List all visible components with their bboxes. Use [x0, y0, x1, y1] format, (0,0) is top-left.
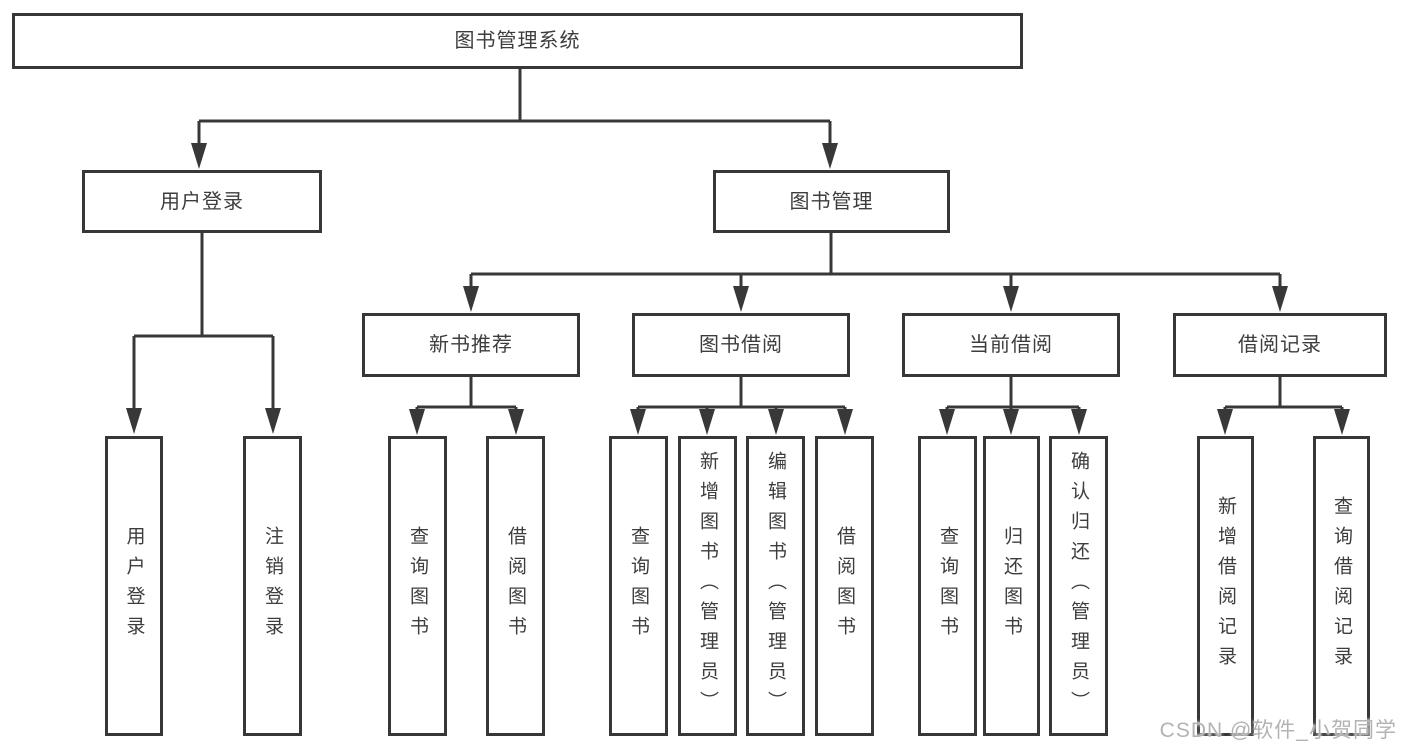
node-borrow-records-label: 借阅记录 [1238, 334, 1322, 356]
leaf-borrowing-borrow-books-label: 借阅图书 [834, 526, 855, 646]
leaf-query-borrow-record-label: 查询借阅记录 [1331, 496, 1352, 676]
leaf-return-books: 归还图书 [983, 436, 1040, 736]
leaf-query-borrow-record: 查询借阅记录 [1313, 436, 1370, 736]
node-book-management: 图书管理 [713, 170, 950, 233]
leaf-user-login-label: 用户登录 [123, 526, 145, 646]
leaf-confirm-return-admin: 确认归还（管理员） [1049, 436, 1108, 736]
leaf-edit-books-admin: 编辑图书（管理员） [746, 436, 805, 736]
node-root-system: 图书管理系统 [12, 13, 1023, 69]
node-root-label: 图书管理系统 [454, 30, 581, 52]
leaf-add-borrow-record: 新增借阅记录 [1197, 436, 1254, 736]
leaf-newbooks-query-books: 查询图书 [388, 436, 447, 736]
node-user-login-label: 用户登录 [160, 190, 244, 213]
leaf-add-books-admin: 新增图书（管理员） [678, 436, 737, 736]
leaf-add-books-admin-label: 新增图书（管理员） [697, 451, 718, 721]
node-book-borrowing-label: 图书借阅 [699, 334, 783, 356]
leaf-user-login: 用户登录 [105, 436, 163, 736]
leaf-borrowing-borrow-books: 借阅图书 [815, 436, 874, 736]
leaf-newbooks-borrow-books-label: 借阅图书 [505, 526, 526, 646]
node-book-borrowing: 图书借阅 [632, 313, 850, 377]
leaf-newbooks-borrow-books: 借阅图书 [486, 436, 545, 736]
leaf-current-query-books-label: 查询图书 [937, 526, 958, 646]
leaf-logout: 注销登录 [243, 436, 302, 736]
node-book-management-label: 图书管理 [789, 190, 874, 213]
leaf-newbooks-query-books-label: 查询图书 [407, 526, 428, 646]
leaf-borrowing-query-books: 查询图书 [609, 436, 668, 736]
leaf-edit-books-admin-label: 编辑图书（管理员） [765, 451, 786, 721]
leaf-current-query-books: 查询图书 [918, 436, 977, 736]
leaf-confirm-return-admin-label: 确认归还（管理员） [1068, 451, 1089, 721]
node-current-borrowing: 当前借阅 [902, 313, 1120, 377]
node-new-book-recommend: 新书推荐 [362, 313, 580, 377]
csdn-watermark: CSDN @软件_小贺同学 [1159, 719, 1397, 742]
leaf-return-books-label: 归还图书 [1001, 526, 1022, 646]
node-current-borrowing-label: 当前借阅 [969, 334, 1053, 356]
node-user-login: 用户登录 [82, 170, 322, 233]
node-borrow-records: 借阅记录 [1173, 313, 1387, 377]
leaf-add-borrow-record-label: 新增借阅记录 [1215, 496, 1236, 676]
arrowhead-group [126, 143, 1350, 435]
leaf-borrowing-query-books-label: 查询图书 [628, 526, 649, 646]
leaf-logout-label: 注销登录 [262, 526, 283, 646]
node-new-book-recommend-label: 新书推荐 [429, 334, 513, 356]
